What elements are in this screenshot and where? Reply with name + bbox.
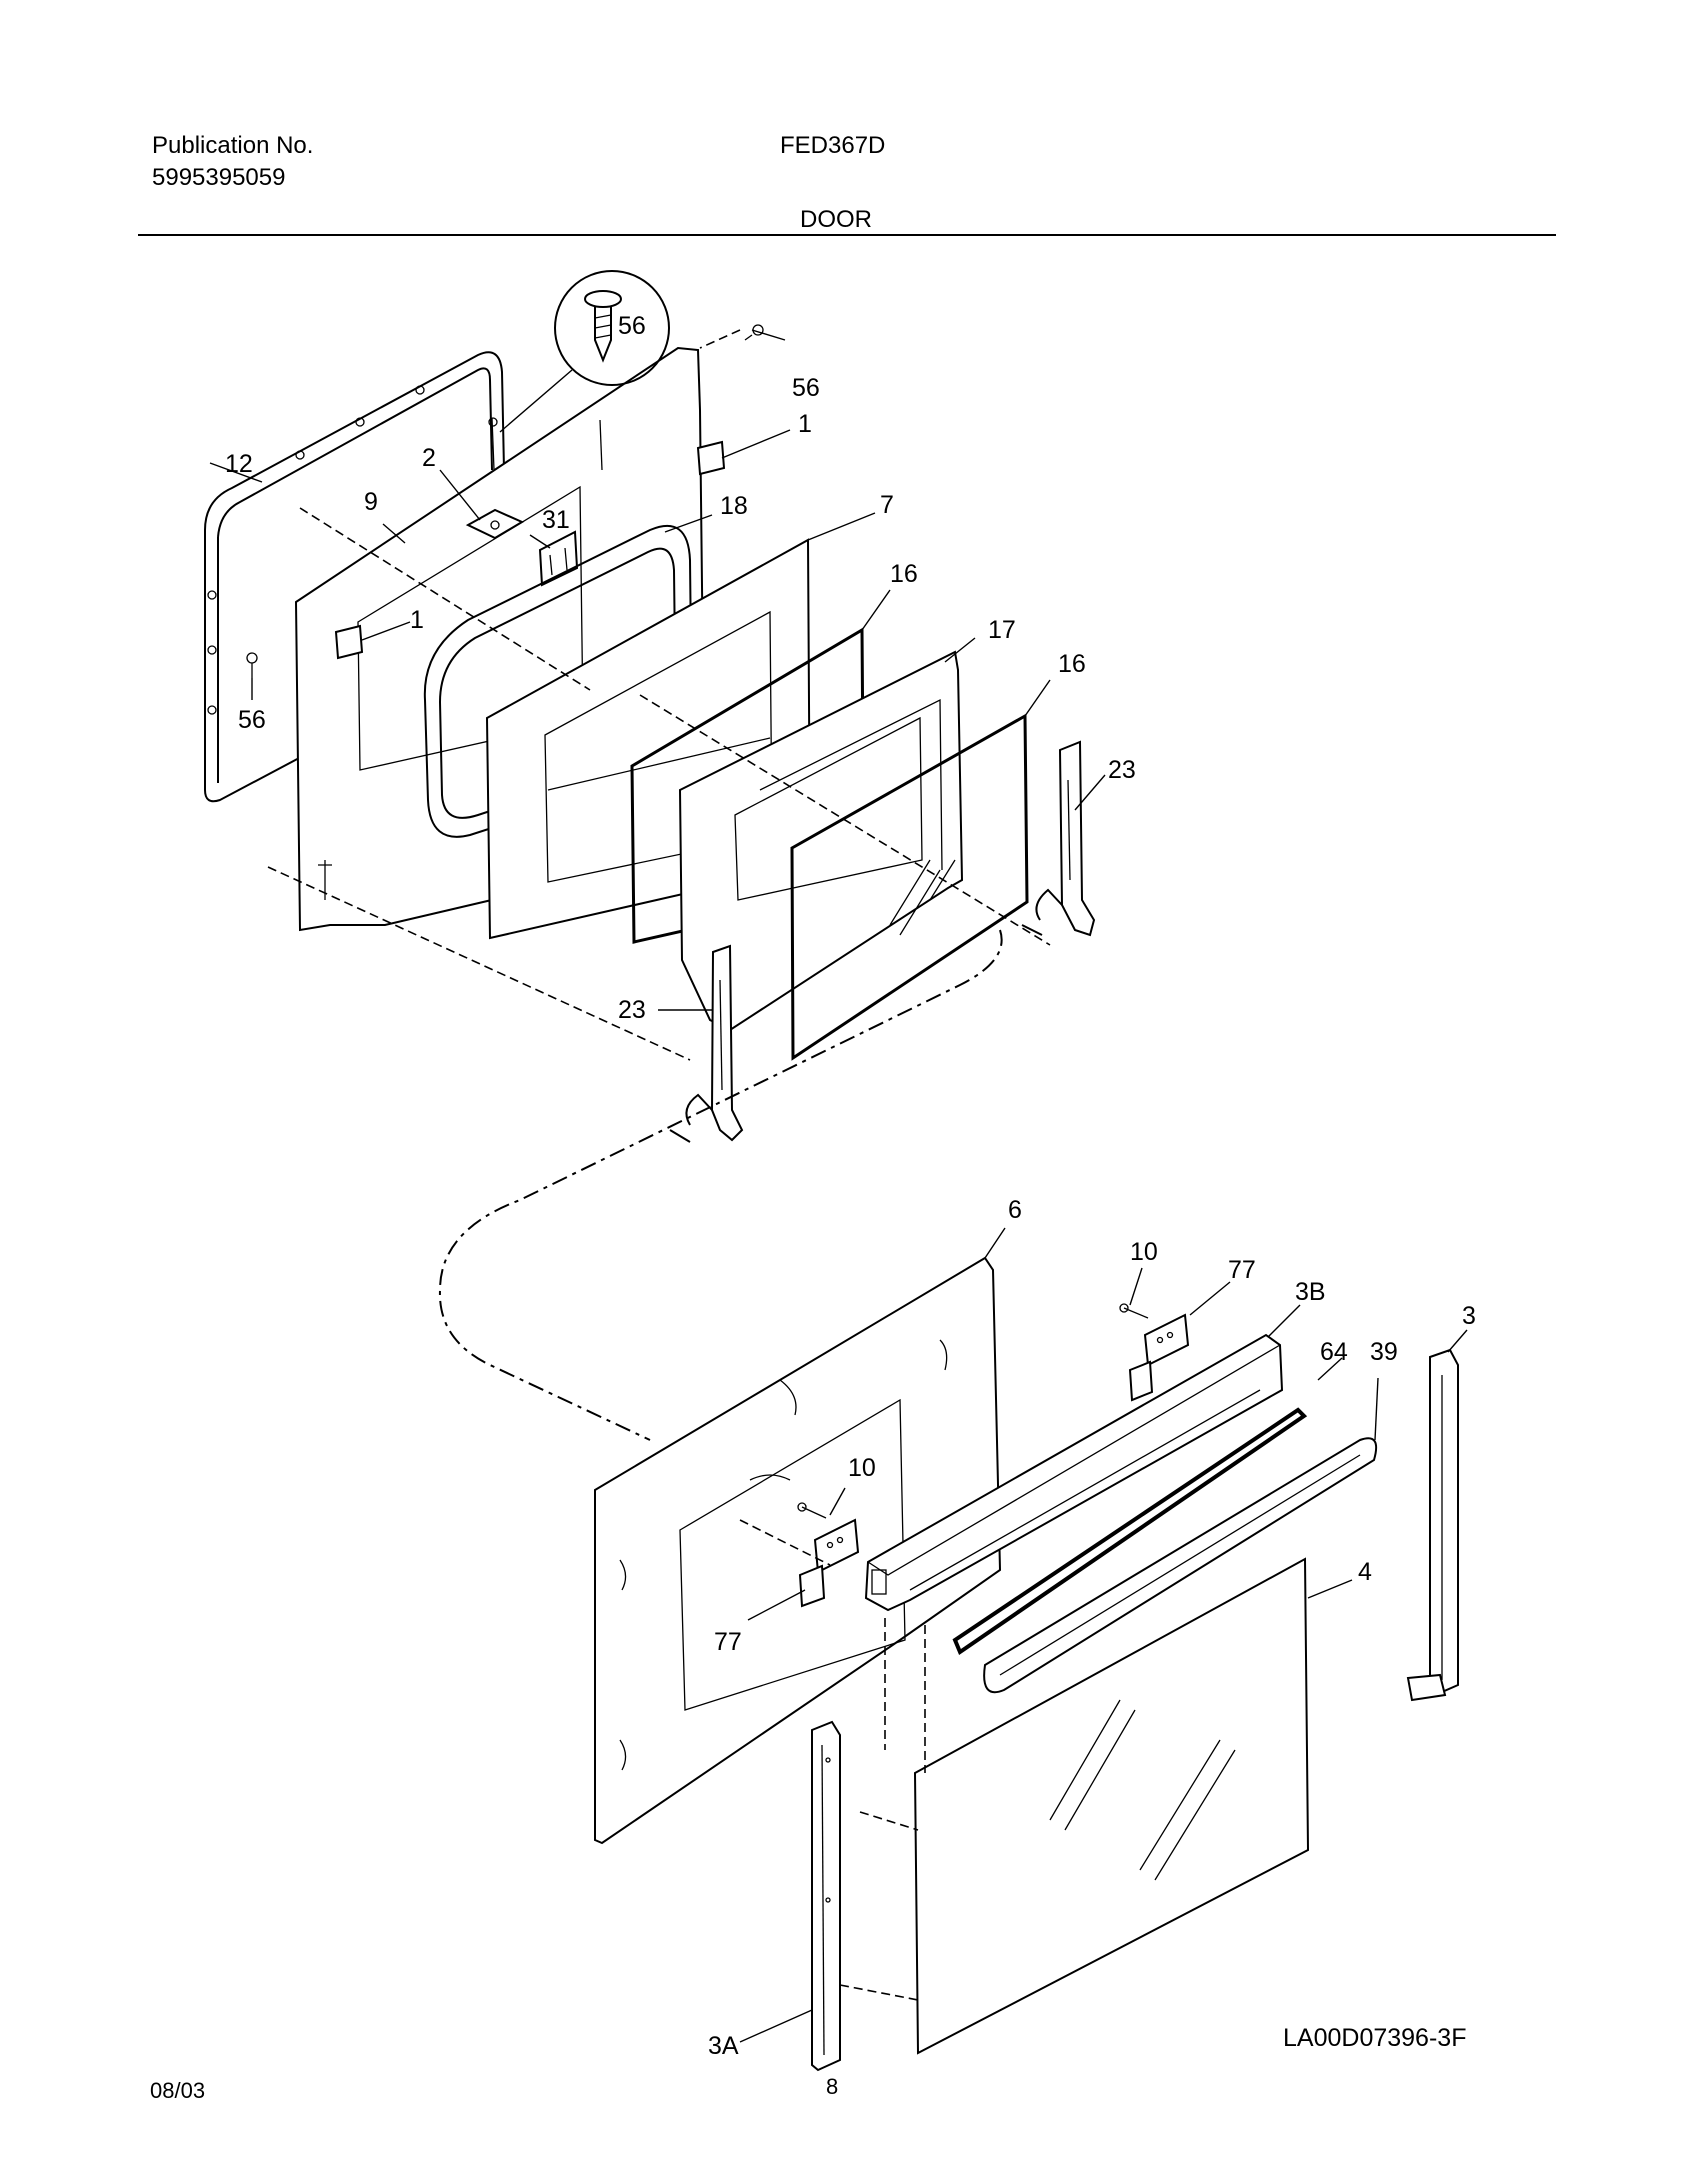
hinge-upper bbox=[1128, 1313, 1190, 1402]
callout-39: 39 bbox=[1370, 1338, 1398, 1366]
callout-7: 7 bbox=[880, 491, 894, 519]
tab-lower bbox=[334, 624, 364, 660]
callout-6: 6 bbox=[1008, 1196, 1022, 1224]
callout-23-right: 23 bbox=[1108, 756, 1136, 784]
assembly-loop bbox=[438, 929, 1003, 1441]
callout-31: 31 bbox=[542, 506, 570, 534]
screw-left bbox=[246, 652, 258, 678]
callout-3: 3 bbox=[1462, 1302, 1476, 1330]
assembly-line bbox=[639, 694, 1051, 946]
section-title: DOOR bbox=[800, 206, 872, 233]
callout-10-upper: 10 bbox=[1130, 1238, 1158, 1266]
callout-23-left: 23 bbox=[618, 996, 646, 1024]
callout-64: 64 bbox=[1320, 1338, 1348, 1366]
screw-detail-callout bbox=[499, 270, 670, 433]
assembly-line bbox=[839, 1984, 919, 2001]
screw-lower bbox=[797, 1502, 827, 1519]
seal-strip bbox=[952, 1407, 1308, 1656]
door-bracket bbox=[465, 508, 525, 540]
callout-56-left: 56 bbox=[238, 706, 266, 734]
vent-trim bbox=[864, 1333, 1284, 1612]
assembly-line bbox=[267, 866, 691, 1061]
publication-label: Publication No. bbox=[152, 132, 314, 159]
hinge-lower bbox=[798, 1518, 860, 1608]
callout-16-inner: 16 bbox=[890, 560, 918, 588]
drawing-code: LA00D07396-3F bbox=[1283, 2024, 1466, 2052]
callout-16-outer: 16 bbox=[1058, 650, 1086, 678]
publication-number: 5995395059 bbox=[152, 164, 286, 191]
hinge-arm-left bbox=[669, 944, 744, 1143]
callout-screw-detail: 56 bbox=[618, 312, 646, 340]
header-rule bbox=[138, 234, 1556, 236]
outer-door-glass bbox=[913, 1557, 1310, 2055]
callout-1-lower: 1 bbox=[410, 606, 424, 634]
page-number: 8 bbox=[826, 2074, 839, 2099]
callout-3b: 3B bbox=[1295, 1278, 1326, 1306]
door-handle bbox=[983, 1437, 1378, 1694]
footer-date: 08/03 bbox=[150, 2078, 206, 2103]
glass-pack-frame bbox=[678, 650, 964, 1032]
assembly-line bbox=[299, 507, 591, 691]
callout-3a: 3A bbox=[708, 2032, 739, 2060]
side-trim-right bbox=[1406, 1348, 1459, 1702]
screw-upper bbox=[1119, 1303, 1149, 1319]
screw-shaft bbox=[488, 417, 498, 471]
callout-2: 2 bbox=[422, 444, 436, 472]
callout-77-upper: 77 bbox=[1228, 1256, 1256, 1284]
callout-10-lower: 10 bbox=[848, 1454, 876, 1482]
callout-17: 17 bbox=[988, 616, 1016, 644]
tab-upper bbox=[696, 440, 726, 476]
hinge-arm-right bbox=[1021, 740, 1096, 937]
inner-door-panel bbox=[594, 1256, 1002, 1845]
assembly-line bbox=[699, 329, 741, 349]
assembly-line bbox=[739, 1519, 831, 1566]
callout-18: 18 bbox=[720, 492, 748, 520]
model-number: FED367D bbox=[780, 132, 886, 159]
assembly-line bbox=[859, 1811, 919, 1831]
callout-12: 12 bbox=[225, 450, 253, 478]
callout-4: 4 bbox=[1358, 1558, 1372, 1586]
side-trim-left bbox=[811, 1720, 841, 2072]
outer-glass bbox=[790, 713, 1029, 1061]
callout-1-top: 1 bbox=[798, 410, 812, 438]
callout-9: 9 bbox=[364, 488, 378, 516]
door-gasket bbox=[204, 351, 505, 803]
callout-77-lower: 77 bbox=[714, 1628, 742, 1656]
callout-56-top: 56 bbox=[792, 374, 820, 402]
